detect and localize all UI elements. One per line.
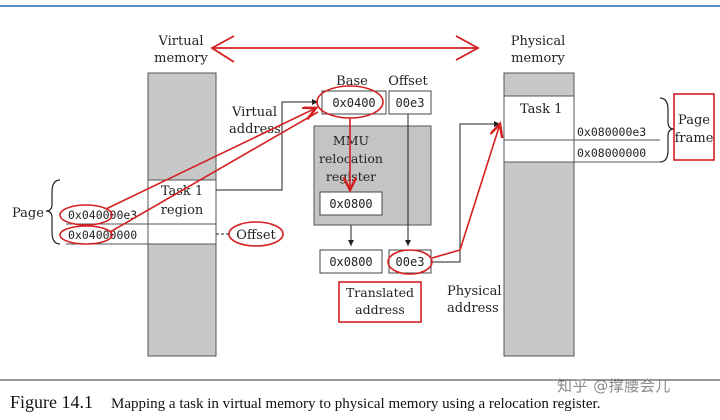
physical-address-bottom: 0x08000000 [577, 146, 646, 160]
translated-base-value: 0x0800 [329, 255, 372, 269]
base-register-box [321, 90, 387, 115]
physical-address-top: 0x080000e3 [577, 125, 646, 139]
base-value: 0x0400 [332, 96, 375, 110]
virtual-base-circle [59, 204, 113, 226]
mmu-label-3: register [326, 169, 376, 184]
virtual-region-label-2: region [161, 203, 204, 218]
page-frame-brace [659, 97, 675, 163]
base-label: Base [336, 74, 368, 89]
translated-offset-circle [387, 249, 433, 275]
page-frame-label: Page [678, 113, 710, 128]
page-frame-label-2: frame [675, 131, 714, 146]
physical-page-frame-cell [503, 139, 575, 163]
offset-to-physical-arrow [431, 124, 500, 259]
offset-value: 00e3 [396, 96, 425, 110]
mmu-label-2: relocation [319, 151, 383, 166]
figure-caption-label: Figure 14.1 [10, 392, 93, 412]
offset-label: Offset [388, 74, 428, 89]
physical-memory-column [503, 72, 660, 357]
virtual-region-label: Task 1 [161, 184, 203, 199]
red-annotations: Offset [59, 35, 500, 275]
physical-task-region [503, 95, 575, 141]
translated-address-highlight [338, 281, 422, 323]
mmu-value: 0x0800 [329, 197, 372, 211]
physical-address-label: Physical [447, 284, 501, 299]
translated-offset-value: 00e3 [396, 255, 425, 269]
page-label: Page [12, 206, 44, 221]
figure-caption-text: Mapping a task in virtual memory to phys… [111, 396, 601, 412]
watermark-text: 知乎 @撑腰会儿 [557, 377, 671, 395]
virtual-memory-label-2: memory [154, 51, 208, 66]
virtual-address-bottom: 0x04000000 [68, 228, 137, 242]
page-frame-highlight [673, 93, 715, 161]
virtual-to-base-arrow [105, 108, 316, 210]
offset-register-box [388, 90, 432, 115]
virtual-address-label: Virtual [231, 105, 277, 120]
translated-base-box [319, 249, 383, 274]
virtual-task-region [147, 179, 217, 225]
physical-address-label-2: address [447, 301, 499, 316]
translated-address-label: Translated [346, 285, 414, 300]
virtual-address-top: 0x040000e3 [68, 208, 137, 222]
page-brace [45, 179, 61, 245]
virtual-memory-label: Virtual [157, 34, 203, 49]
figure-caption: Figure 14.1 Mapping a task in virtual mem… [10, 392, 710, 413]
offset-annotation-label: Offset [236, 228, 276, 243]
virtual-page-offset-cell [147, 223, 217, 245]
virtual-address-arrow [216, 99, 318, 191]
physical-address-arrow [431, 121, 500, 263]
mmu-label: MMU [333, 133, 369, 148]
virtual-address-label-2: address [229, 122, 281, 137]
physical-memory-label: Physical [511, 34, 565, 49]
virtual-to-base-arrow-2 [109, 111, 319, 233]
virtual-memory-column [66, 72, 217, 357]
physical-memory-label-2: memory [511, 51, 565, 66]
physical-task-label: Task 1 [520, 102, 562, 117]
translated-address-label-2: address [355, 302, 405, 317]
virtual-base-circle-2 [59, 225, 113, 245]
